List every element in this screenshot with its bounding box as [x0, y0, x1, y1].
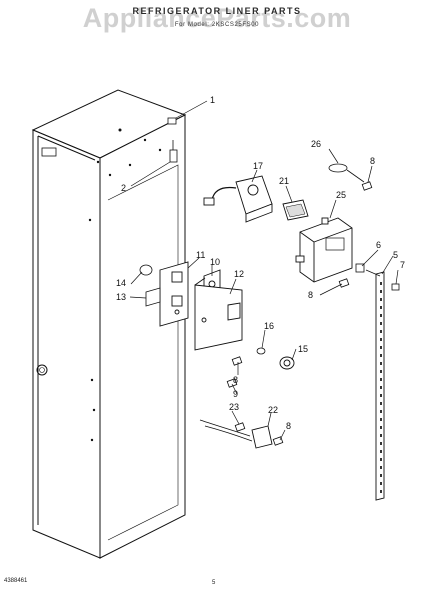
- callout-numbers: 1 2 26 8 17 21 25 6 5 7 8 11 10 12 14 13…: [116, 95, 405, 431]
- part-25-control-housing: [295, 217, 353, 283]
- callout-21: 21: [279, 176, 289, 186]
- callout-9: 9: [233, 389, 238, 399]
- callout-23: 23: [229, 402, 239, 412]
- page-title: REFRIGERATOR LINER PARTS: [132, 6, 302, 16]
- callout-13: 13: [116, 292, 126, 302]
- callout-6: 6: [376, 240, 381, 250]
- callout-25: 25: [336, 190, 346, 200]
- part-2-clip: [169, 140, 178, 163]
- callout-1: 1: [210, 95, 215, 105]
- callout-7: 7: [400, 260, 405, 270]
- page-number: 5: [212, 580, 216, 586]
- callout-10: 10: [210, 257, 220, 267]
- callout-12: 12: [234, 269, 244, 279]
- callout-5: 5: [393, 250, 398, 260]
- screw-parts: [226, 181, 373, 446]
- callout-8-lower: 8: [233, 375, 238, 385]
- callout-26: 26: [311, 139, 321, 149]
- leader-lines: [129, 100, 399, 441]
- part-11-bracket: [159, 261, 189, 327]
- part-12-housing: [194, 277, 243, 351]
- part-22-switch: [199, 419, 273, 449]
- part-13-pad: [145, 287, 161, 307]
- watermark-prefix: Appliance: [82, 3, 217, 33]
- callout-11: 11: [196, 250, 205, 260]
- part-7-screw: [391, 283, 400, 291]
- part-17-light-socket: [203, 175, 273, 223]
- part-6-clip: [355, 263, 365, 273]
- part-16-ring: [256, 347, 266, 355]
- callout-8-top: 8: [370, 156, 375, 166]
- callout-8-bottom: 8: [286, 421, 291, 431]
- callout-8-mid: 8: [308, 290, 313, 300]
- part-14-plug: [139, 264, 153, 276]
- watermark-suffix: Parts.com: [216, 3, 352, 33]
- callout-17: 17: [253, 161, 263, 171]
- model-subtitle: For Model: 2KSCS25FS00: [174, 22, 260, 28]
- document-number: 4388461: [4, 578, 28, 584]
- part-15-grommet: [279, 356, 295, 370]
- part-21-lens: [282, 199, 309, 221]
- callout-22: 22: [268, 405, 278, 415]
- callout-14: 14: [116, 278, 126, 288]
- part-26-sensor: [328, 163, 365, 183]
- callout-16: 16: [264, 321, 274, 331]
- callout-15: 15: [298, 344, 308, 354]
- part-5-rail: [365, 269, 385, 501]
- callout-2: 2: [121, 183, 126, 193]
- liner-cabinet: [31, 89, 187, 559]
- watermark: ApplianceParts.com: [0, 3, 434, 34]
